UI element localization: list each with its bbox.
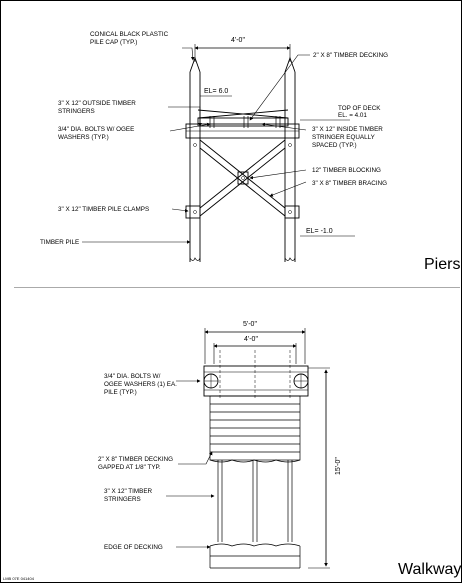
label-top-of-deck-2: EL. = 4.01 [338, 112, 367, 119]
label-el-bottom: EL= -1.0 [306, 228, 333, 235]
piers-title: Piers [424, 256, 461, 273]
walkway-title: Walkway [398, 561, 462, 578]
decking-top [197, 117, 289, 127]
label-walkway-inner: 4'-0" [244, 336, 258, 343]
label-walkway-stringers-2: STRINGERS [104, 496, 141, 503]
timber-pile-left [189, 56, 201, 262]
label-inside-stringer-2: STRINGER EQUALLY [312, 134, 376, 141]
walkway-clamp [203, 365, 309, 397]
pier-labels: CONICAL BLACK PLASTIC PILE CAP (TYP.) 4'… [40, 31, 388, 246]
walkway-labels: 5'-0" 4'-0" 3/4" DIA. BOLTS W/ OGEE WASH… [98, 321, 342, 551]
timber-blocking [237, 171, 249, 185]
label-walkway-bolts-2: OGEE WASHERS (1) EA. [104, 381, 177, 388]
label-bolts-2: WASHERS (TYP.) [58, 134, 109, 141]
label-walkway-bolts-1: 3/4" DIA. BOLTS W/ [104, 373, 161, 380]
label-outside-stringers-2: STRINGERS [58, 108, 95, 115]
label-walkway-decking-2: GAPPED AT 1/8" TYP. [98, 464, 161, 471]
label-timber-pile: TIMBER PILE [40, 239, 79, 246]
label-el-top: EL= 6.0 [204, 88, 228, 95]
label-inside-stringer-3: SPACED (TYP.) [312, 142, 357, 149]
label-walkway-bolts-3: PILE (TYP.) [104, 389, 137, 396]
label-pile-cap-2: PILE CAP (TYP.) [90, 39, 137, 46]
walkway-drawing [166, 328, 330, 569]
label-blocking: 12" TIMBER BLOCKING [312, 167, 381, 174]
label-walkway-stringers-1: 3" X 12" TIMBER [104, 488, 153, 495]
walkway-edge-decking [209, 543, 301, 569]
timber-pile-right [284, 56, 296, 262]
timber-bracing [199, 139, 286, 217]
label-walkway-length: 15'-0" [335, 457, 342, 475]
label-pile-clamps: 3" X 12" TIMBER PILE CLAMPS [58, 206, 149, 213]
pier-drawing [82, 44, 355, 262]
drawing-reference: LMB 07E 041404 [3, 576, 34, 581]
walkway-decking [209, 395, 301, 463]
label-edge-of-decking: EDGE OF DECKING [104, 544, 163, 551]
walkway-stringers [217, 460, 293, 542]
label-walkway-decking-1: 2" X 8" TIMBER DECKING [98, 456, 173, 463]
section-divider [14, 287, 460, 288]
label-decking: 2" X 8" TIMBER DECKING [313, 52, 388, 59]
label-pier-width: 4'-0" [231, 37, 245, 44]
label-bolts-1: 3/4" DIA. BOLTS W/ OGEE [58, 126, 134, 133]
label-inside-stringer-1: 3" X 12" INSIDE TIMBER [312, 126, 383, 133]
label-top-of-deck-1: TOP OF DECK [338, 105, 381, 112]
label-bracing: 3" X 8" TIMBER BRACING [312, 180, 387, 187]
label-walkway-outer: 5'-0" [243, 321, 257, 328]
label-outside-stringers-1: 3" X 12" OUTSIDE TIMBER [58, 100, 136, 107]
label-pile-cap-1: CONICAL BLACK PLASTIC [90, 31, 169, 38]
